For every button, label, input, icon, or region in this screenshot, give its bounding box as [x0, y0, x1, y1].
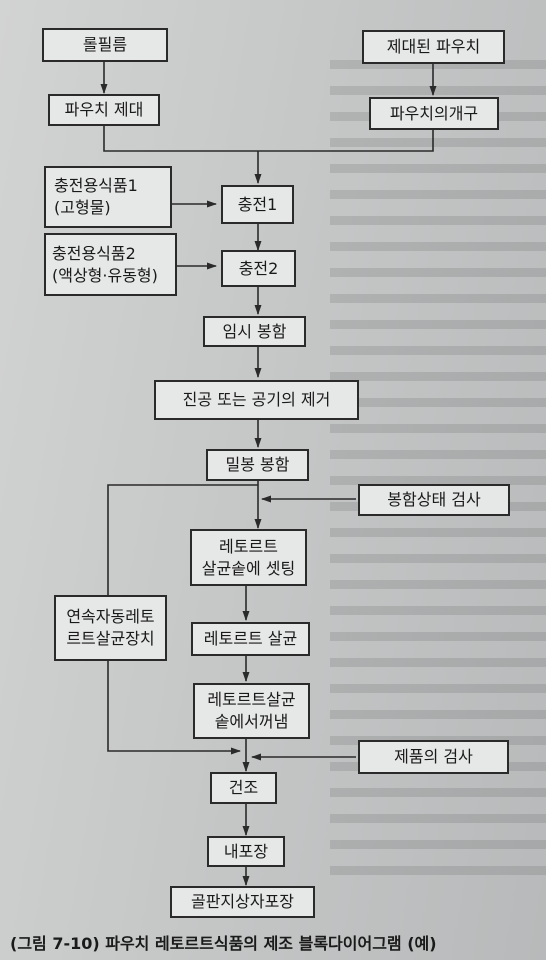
box-continuous-retort: 연속자동레토 르트살균장치: [54, 595, 167, 661]
box-pouch-opening: 파우치의개구: [369, 97, 499, 130]
box-formed-pouch: 제대된 파우치: [362, 30, 505, 64]
box-filling-food-2: 충전용식품2 (액상형·유동형): [44, 233, 177, 296]
box-air-removal: 진공 또는 공기의 제거: [154, 380, 359, 420]
box-roll-film: 롤필름: [42, 28, 168, 62]
box-inner-packaging: 내포장: [207, 836, 285, 867]
box-filling-1: 충전1: [221, 185, 294, 224]
box-filling-food-1: 충전용식품1 (고형물): [44, 166, 172, 228]
box-retort-set: 레토르트 살균솥에 셋팅: [190, 529, 307, 586]
box-retort-remove: 레토르트살균 솥에서꺼냄: [193, 683, 310, 739]
box-filling-2: 충전2: [221, 250, 296, 287]
merge-line: [103, 124, 434, 152]
box-seal-inspection: 봉함상태 검사: [358, 484, 510, 516]
figure-caption: (그림 7-10) 파우치 레토르트식품의 제조 블록다이어그램 (예): [10, 934, 437, 953]
box-temp-seal: 임시 봉함: [203, 316, 306, 347]
box-hermetic-seal: 밀봉 봉함: [206, 449, 309, 481]
box-retort-sterilize: 레토르트 살균: [191, 622, 310, 656]
box-drying: 건조: [210, 772, 277, 804]
box-corrugated-packaging: 골판지상자포장: [170, 886, 315, 918]
box-product-inspection: 제품의 검사: [358, 740, 509, 774]
box-pouch-forming: 파우치 제대: [48, 94, 160, 126]
